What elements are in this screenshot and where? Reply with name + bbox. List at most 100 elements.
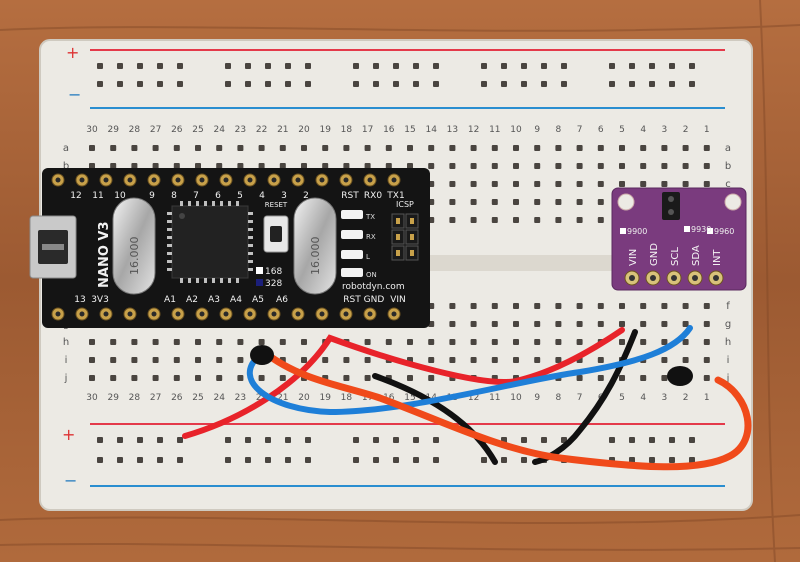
nano-bottom-pin-label: A5 — [252, 295, 264, 305]
hole — [682, 339, 689, 345]
hole — [534, 199, 541, 205]
hole — [195, 145, 201, 151]
header-pin-hole — [55, 311, 61, 317]
rail-hole — [353, 457, 359, 463]
chip-legs — [167, 201, 253, 283]
column-number: 7 — [577, 393, 583, 403]
column-number: 27 — [150, 125, 161, 135]
hole — [555, 303, 562, 309]
hole — [449, 217, 456, 223]
hole — [195, 375, 201, 381]
header-pin-hole — [103, 177, 109, 183]
hole — [301, 357, 307, 363]
rail-hole — [177, 81, 183, 87]
hole — [279, 145, 286, 151]
hole — [364, 375, 371, 381]
column-number: 30 — [86, 393, 98, 403]
rail-hole — [373, 457, 379, 463]
column-number: 4 — [640, 125, 646, 135]
rail-hole — [265, 437, 271, 443]
column-number: 3 — [662, 393, 668, 403]
column-number: 24 — [213, 125, 225, 135]
hole — [110, 375, 117, 381]
rail-hole — [265, 457, 271, 463]
hole — [449, 181, 456, 187]
sensor-mark-9960: 9960 — [714, 227, 734, 236]
header-pin-hole — [319, 177, 325, 183]
nano-bottom-pin-label: A2 — [186, 295, 198, 305]
column-number: 4 — [640, 393, 646, 403]
row-letter: h — [63, 337, 69, 348]
hole — [407, 163, 413, 169]
rail-hole — [609, 81, 615, 87]
header-pin-hole — [247, 177, 253, 183]
wire-blue — [246, 325, 693, 416]
hole — [110, 339, 117, 345]
chip-leg — [196, 201, 199, 206]
row-letter: i — [65, 355, 68, 366]
hole — [173, 145, 180, 151]
header-pin-hole — [343, 311, 349, 317]
hole — [640, 163, 647, 169]
rail-hole — [393, 63, 399, 69]
hole — [597, 181, 604, 187]
rail-hole — [373, 81, 379, 87]
hole — [682, 145, 689, 151]
row-letter: b — [63, 161, 69, 172]
hole — [513, 303, 519, 309]
hole — [491, 303, 498, 309]
column-number: 21 — [277, 125, 288, 135]
hole — [131, 375, 138, 381]
hole — [110, 163, 117, 169]
icsp-label: ICSP — [396, 200, 414, 209]
nano-top-pin-label: RST — [341, 191, 359, 201]
column-number: 30 — [86, 125, 98, 135]
rail-hole — [561, 81, 567, 87]
column-number: 3 — [662, 125, 668, 135]
hole — [661, 303, 668, 309]
nano-top-pin-label: 5 — [237, 191, 243, 201]
hole — [385, 339, 392, 345]
rail-hole — [245, 437, 251, 443]
hole — [619, 321, 625, 327]
rail-hole — [433, 437, 439, 443]
hole — [491, 339, 498, 345]
rail-hole — [137, 81, 143, 87]
hole — [703, 145, 710, 151]
nano-top-pin-label: 4 — [259, 191, 265, 201]
hole — [491, 357, 498, 363]
chip-option-328: 328 — [265, 279, 282, 289]
chip-leg — [180, 278, 183, 283]
hole — [449, 357, 456, 363]
hole — [555, 145, 562, 151]
header-pin-hole — [223, 177, 229, 183]
nano-bottom-pin-label: A4 — [230, 295, 242, 305]
column-number: 2 — [683, 125, 689, 135]
chip-leg — [167, 236, 172, 239]
rail-hole — [413, 81, 419, 87]
header-pin-hole — [55, 177, 61, 183]
hole — [491, 321, 498, 327]
sensor-pin-pads — [624, 270, 724, 286]
chip-leg — [167, 228, 172, 231]
header-pin-hole — [103, 311, 109, 317]
hole — [216, 375, 223, 381]
rail-hole — [373, 437, 379, 443]
header-pin-hole — [199, 177, 205, 183]
hole — [491, 181, 498, 187]
hole — [470, 181, 477, 187]
hole — [513, 357, 519, 363]
hole — [279, 375, 286, 381]
hole — [343, 145, 350, 151]
chip-leg — [188, 278, 191, 283]
hole — [661, 339, 668, 345]
column-number: 15 — [404, 393, 415, 403]
column-number: 22 — [256, 393, 267, 403]
hole — [491, 163, 498, 169]
rail-hole — [629, 81, 635, 87]
rail-plus-bottom: + — [62, 425, 75, 444]
hole — [237, 357, 244, 363]
chip-leg — [220, 201, 223, 206]
